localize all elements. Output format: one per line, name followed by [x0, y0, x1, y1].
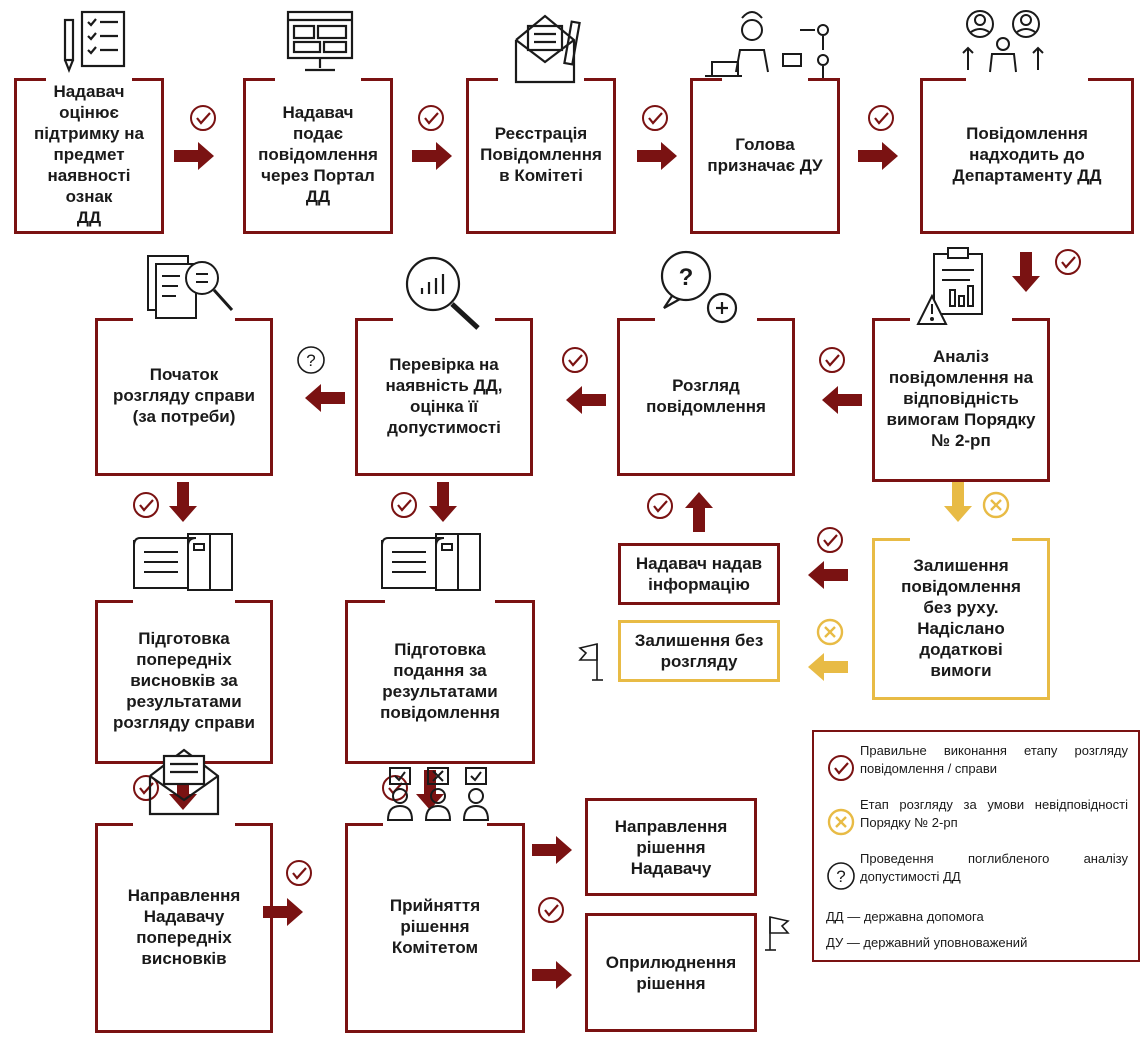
arrow-b3-b4	[637, 142, 677, 170]
open-letter-icon	[148, 748, 220, 816]
arrow-b11-b7	[685, 492, 713, 532]
arrow-b10-b11	[808, 561, 848, 589]
arrow-b1-b2	[174, 142, 214, 170]
documents-magnifier-icon	[147, 255, 234, 319]
step-review-notification: Розгляд повідомлення	[617, 318, 796, 476]
check-icon	[132, 491, 160, 519]
speech-question-icon: ?	[660, 250, 738, 324]
voting-people-icon	[386, 767, 490, 821]
check-icon	[818, 346, 846, 374]
check-icon	[867, 104, 895, 132]
step-check-aid: Перевірка на наявність ДД, оцінка її доп…	[355, 318, 534, 476]
clipboard-chart-icon	[916, 247, 983, 325]
legend-check-icon	[827, 754, 855, 782]
arrow-b15-b16	[263, 898, 303, 926]
cross-icon	[816, 618, 844, 646]
step-head-appoints: Голова призначає ДУ	[690, 78, 840, 234]
step-committee-decision: Прийняття рішення Комітетом	[345, 823, 525, 1033]
step-department-receives: Повідомлення надходить до Департаменту Д…	[920, 78, 1134, 234]
step-left-without-review: Залишення без розгляду	[618, 620, 780, 682]
arrow-b16-b18	[532, 961, 572, 989]
flag-icon	[578, 642, 603, 681]
check-icon	[189, 104, 217, 132]
check-icon	[390, 491, 418, 519]
arrow-b2-b3	[412, 142, 452, 170]
step-prepare-preliminary: Підготовка попередніх висновків за резул…	[95, 600, 274, 764]
step-send-preliminary: Направлення Надавачу попередніх висновкі…	[95, 823, 274, 1033]
step-left-without-motion: Залишення повідомлення без руху. Надісла…	[872, 538, 1051, 700]
check-icon	[417, 104, 445, 132]
step-provider-submits: Надавач подає повідомлення через Портал …	[243, 78, 393, 234]
envelope-pen-icon	[514, 14, 581, 84]
check-icon	[285, 859, 313, 887]
legend-question-text: Проведення поглибленого аналізу допустим…	[860, 851, 1128, 884]
legend-cross-icon	[827, 808, 855, 836]
flag-icon	[765, 916, 790, 951]
checklist-pencil-icon	[63, 10, 126, 73]
question-mark-icon	[297, 346, 325, 374]
check-icon	[561, 346, 589, 374]
check-icon	[1054, 248, 1082, 276]
magnifier-chart-icon	[405, 256, 480, 330]
document-folder-icon	[381, 533, 481, 591]
arrow-b8-b9	[305, 384, 345, 412]
step-provider-evaluates: Надавач оцінює підтримку на предмет наяв…	[14, 78, 164, 234]
arrow-b4-b5	[858, 142, 898, 170]
check-icon	[381, 774, 409, 802]
people-network-icon	[962, 10, 1044, 73]
step-case-start: Початок розгляду справи (за потреби)	[95, 318, 274, 476]
legend-check-text: Правильне виконання етапу розгляду повід…	[860, 743, 1128, 776]
cross-icon	[982, 491, 1010, 519]
check-icon	[641, 104, 669, 132]
manager-presentation-icon	[705, 11, 829, 78]
document-folder-icon	[133, 533, 233, 591]
arrow-b6-b7	[822, 386, 862, 414]
legend: Правильне виконання етапу розгляду повід…	[812, 730, 1140, 962]
svg-text:?: ?	[679, 264, 694, 291]
check-icon	[537, 896, 565, 924]
step-prepare-submission: Підготовка подання за результатами повід…	[345, 600, 535, 764]
arrow-b7-b8	[566, 386, 606, 414]
arrow-b9-b13	[169, 482, 197, 522]
legend-abbr-dd: ДД — державна допомога	[826, 909, 984, 924]
legend-abbr-du: ДУ — державний уповноважений	[826, 935, 1028, 950]
check-icon	[646, 492, 674, 520]
arrow-b16-b17	[532, 836, 572, 864]
arrow-b10-b12	[808, 653, 848, 681]
legend-cross-text: Етап розгляду за умови невідповідності П…	[860, 797, 1128, 830]
step-publish-decision: Оприлюднення рішення	[585, 913, 757, 1032]
step-send-decision: Направлення рішення Надавачу	[585, 798, 757, 896]
monitor-icon	[286, 10, 354, 72]
arrow-b8-b14	[429, 482, 457, 522]
arrow-b5-b6	[1012, 252, 1040, 292]
step-registration: Реєстрація Повідомлення в Комітеті	[466, 78, 616, 234]
arrow-b6-b10	[944, 482, 972, 522]
legend-question-icon	[827, 862, 855, 890]
step-analysis: Аналіз повідомлення на відповідність вим…	[872, 318, 1051, 482]
check-icon	[816, 526, 844, 554]
step-provider-provided-info: Надавач надав інформацію	[618, 543, 780, 605]
